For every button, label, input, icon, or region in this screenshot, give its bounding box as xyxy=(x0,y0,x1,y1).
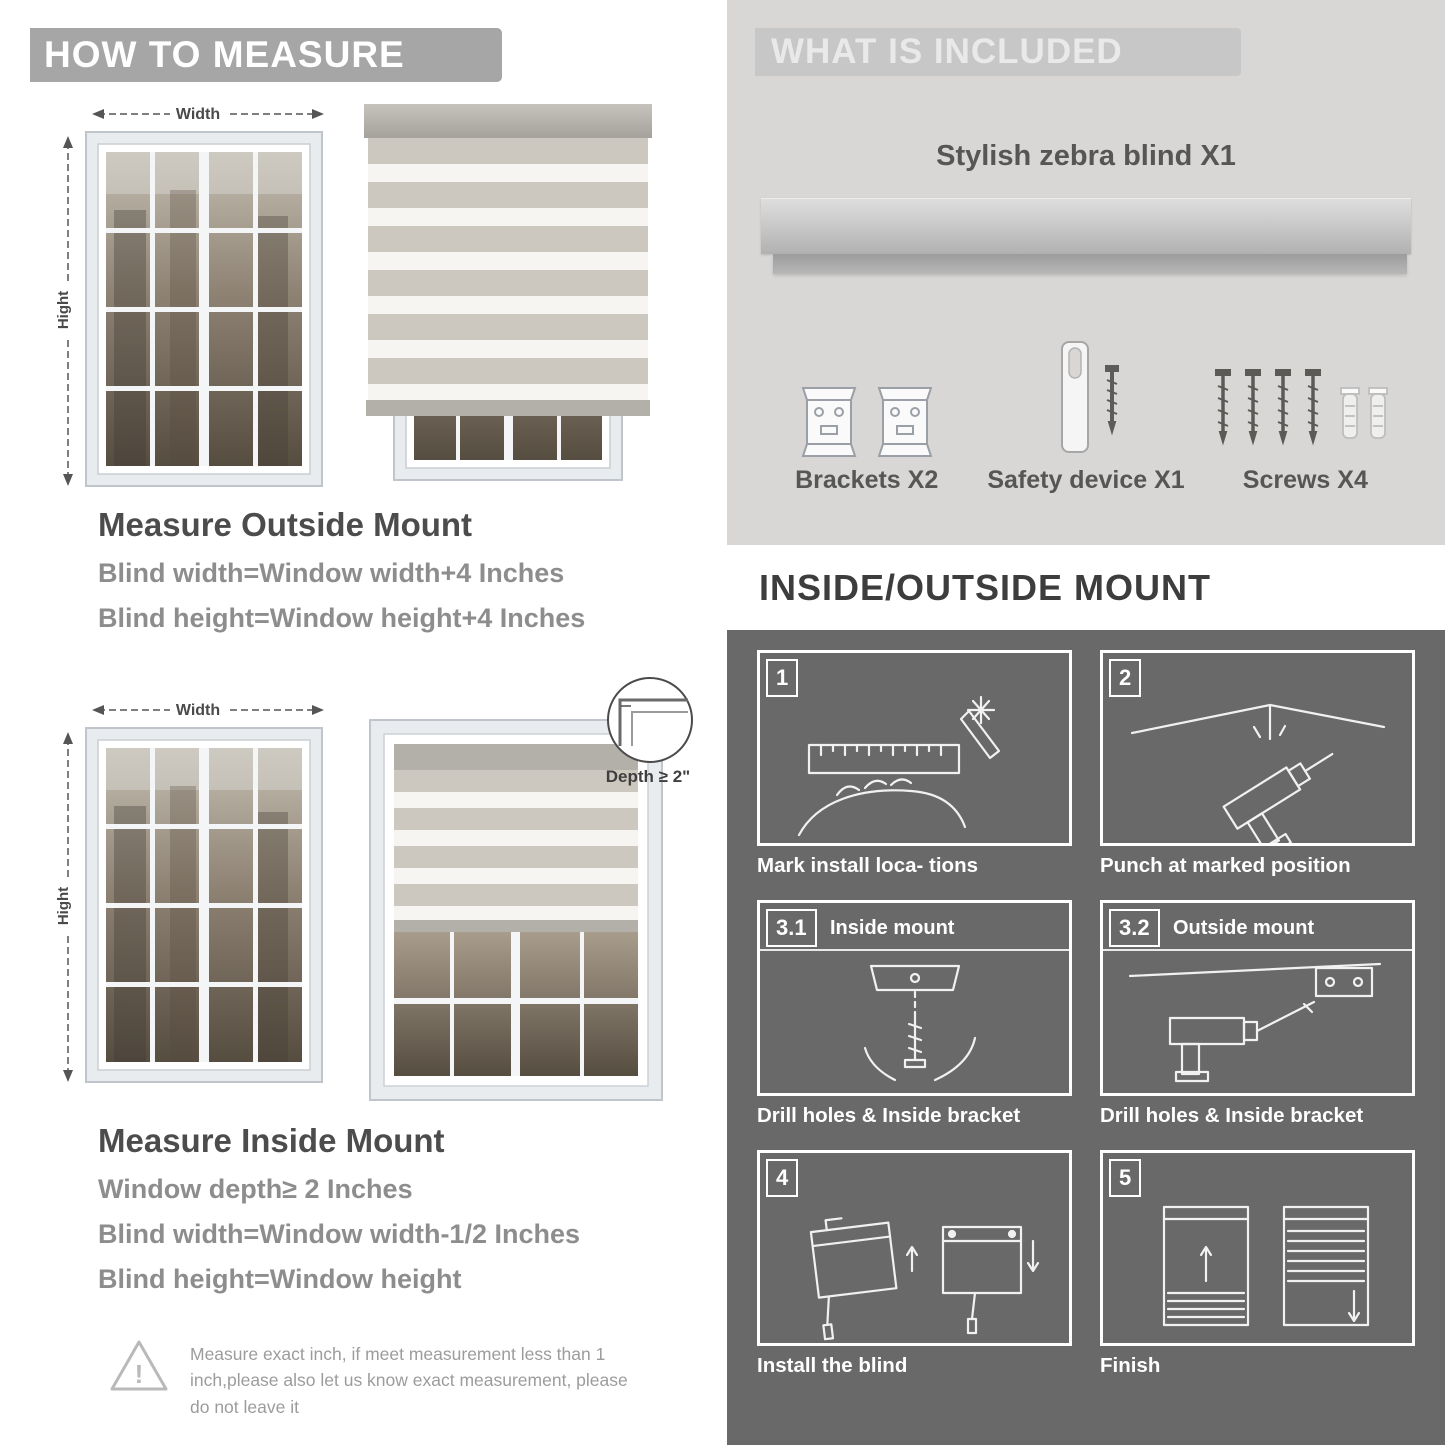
step-caption-4: Install the blind xyxy=(757,1354,908,1377)
outside-mount-figures: Width Hight xyxy=(52,98,727,490)
bracket-icon xyxy=(801,387,857,457)
brackets-label: Brackets X2 xyxy=(795,466,939,494)
product-title: Stylish zebra blind X1 xyxy=(936,140,1236,172)
screws-item xyxy=(1196,326,1415,458)
inside-bracket-illustration xyxy=(760,951,1069,1093)
inside-mount-heading: Measure Inside Mount xyxy=(98,1122,445,1159)
step-panel-5: 5 xyxy=(1100,1150,1415,1346)
safety-device-label: Safety device X1 xyxy=(987,466,1185,494)
mount-steps-section: 1 xyxy=(727,630,1445,1445)
step-panel-2: 2 xyxy=(1100,650,1415,846)
step-cell-4: 4 xyxy=(757,1150,1072,1378)
safety-device-item xyxy=(976,326,1195,458)
window-measure-figure: Width Hight xyxy=(55,102,324,487)
measure-warning: ! Measure exact inch, if meet measuremen… xyxy=(108,1337,727,1420)
inside-mount-line-2: Blind width=Window width-1/2 Inches xyxy=(98,1219,581,1249)
outside-mount-line-2: Blind height=Window height+4 Inches xyxy=(98,603,586,633)
outside-mount-label: Outside mount xyxy=(1173,917,1315,939)
included-labels-row: Brackets X2 Safety device X1 Screws X4 xyxy=(757,466,1415,495)
step-panel-3-2: 3.2 Outside mount xyxy=(1100,900,1415,1096)
width-label: Width xyxy=(176,106,220,123)
height-label: Hight xyxy=(55,887,72,925)
screws-icon xyxy=(1215,369,1389,446)
step-cell-1: 1 xyxy=(757,650,1072,878)
what-is-included-section: WHAT IS INCLUDED Stylish zebra blind X1 xyxy=(727,0,1445,545)
step-cell-2: 2 xyxy=(1100,650,1415,878)
headrail-lip xyxy=(773,254,1407,274)
finish-illustration xyxy=(1103,1153,1412,1343)
how-to-measure-section: HOW TO MEASURE Width xyxy=(30,28,727,1420)
included-items-row xyxy=(757,326,1415,458)
step-number-4: 4 xyxy=(766,1159,799,1197)
headrail-cassette xyxy=(761,198,1411,254)
what-is-included-banner: WHAT IS INCLUDED xyxy=(755,28,1241,76)
step-number-2: 2 xyxy=(1109,659,1142,697)
panel-divider xyxy=(1103,949,1412,951)
outside-bracket-illustration xyxy=(1103,951,1412,1093)
install-blind-illustration xyxy=(760,1153,1069,1343)
step-number-3-2: 3.2 xyxy=(1109,909,1160,947)
inside-mount-figures: Width Hight xyxy=(52,677,727,1106)
outside-mount-heading: Measure Outside Mount xyxy=(98,506,473,543)
step-panel-1: 1 xyxy=(757,650,1072,846)
step-cell-5: 5 xyxy=(1100,1150,1415,1378)
step-caption-2: Punch at marked position xyxy=(1100,854,1351,877)
mount-section-banner: INSIDE/OUTSIDE MOUNT xyxy=(727,545,1445,630)
mark-locations-illustration xyxy=(760,653,1069,843)
step-panel-3-1: 3.1 Inside mount xyxy=(757,900,1072,1096)
width-label: Width xyxy=(176,702,220,719)
panel-divider xyxy=(760,949,1069,951)
warning-text: Measure exact inch, if meet measurement … xyxy=(190,1344,628,1417)
step-cell-3-1: 3.1 Inside mount xyxy=(757,900,1072,1128)
bracket-icon xyxy=(877,387,933,457)
step-cell-3-2: 3.2 Outside mount xyxy=(1100,900,1415,1128)
step-number-5: 5 xyxy=(1109,1159,1142,1197)
inside-mount-label: Inside mount xyxy=(830,917,955,939)
drill-illustration xyxy=(1103,653,1412,843)
height-label: Hight xyxy=(55,291,72,329)
right-column: WHAT IS INCLUDED Stylish zebra blind X1 xyxy=(727,0,1445,1445)
step-caption-3-1: Drill holes & Inside bracket xyxy=(757,1104,1021,1127)
what-is-included-title: WHAT IS INCLUDED xyxy=(771,32,1123,71)
warning-mark: ! xyxy=(135,1359,144,1389)
screws-label: Screws X4 xyxy=(1242,466,1368,494)
step-number-3-1: 3.1 xyxy=(766,909,817,947)
inside-mount-line-1: Window depth≥ 2 Inches xyxy=(98,1174,413,1204)
inside-mount-blind-figure: Depth ≥ 2" xyxy=(369,677,693,1101)
inside-mount-line-3: Blind height=Window height xyxy=(98,1264,462,1294)
mount-steps-grid: 1 xyxy=(757,650,1415,1378)
step-caption-3-2: Drill holes & Inside bracket xyxy=(1100,1104,1364,1127)
zebra-blind-headrail xyxy=(761,198,1411,274)
how-to-measure-title: HOW TO MEASURE xyxy=(44,34,405,75)
step-number-1: 1 xyxy=(766,659,799,697)
outside-mount-blind-figure xyxy=(364,104,652,481)
step-caption-5: Finish xyxy=(1100,1354,1161,1377)
step-panel-4: 4 xyxy=(757,1150,1072,1346)
brackets-item xyxy=(757,326,976,458)
warning-triangle-icon: ! xyxy=(110,1340,168,1391)
how-to-measure-banner: HOW TO MEASURE xyxy=(30,28,502,82)
safety-device-icon xyxy=(1060,341,1119,453)
outside-mount-line-1: Blind width=Window width+4 Inches xyxy=(98,558,565,588)
mount-section-title: INSIDE/OUTSIDE MOUNT xyxy=(759,566,1212,608)
depth-label: Depth ≥ 2" xyxy=(606,767,690,786)
step-caption-1: Mark install loca- tions xyxy=(757,854,978,877)
window-measure-figure-2: Width Hight xyxy=(55,698,324,1083)
